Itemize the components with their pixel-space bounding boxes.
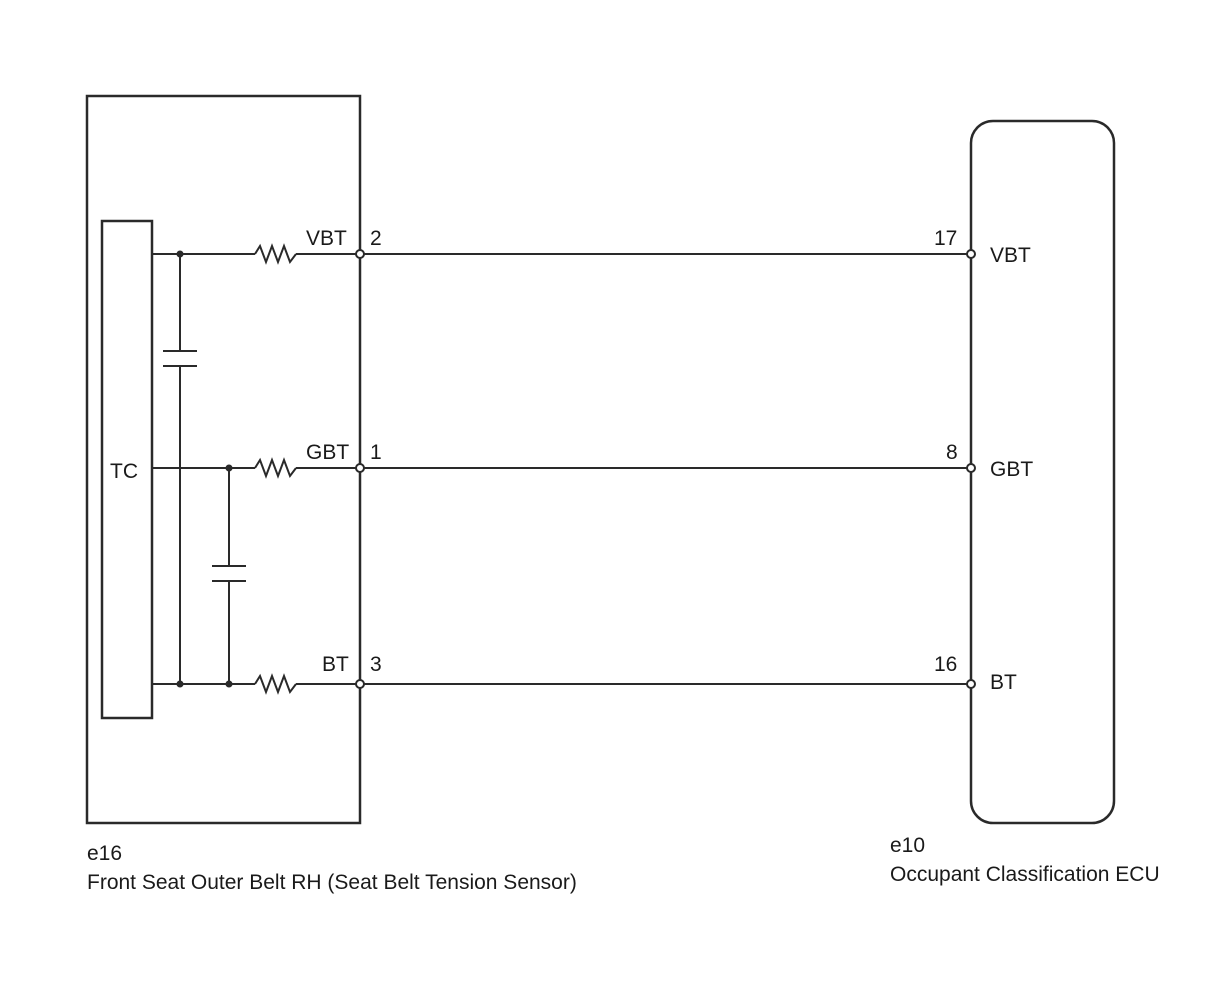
capacitor-gbt-bt [212, 464, 246, 688]
sensor-pin-gbt: 1 [370, 441, 382, 464]
ecu-signal-vbt: VBT [990, 244, 1031, 267]
circuit-bt: BT 3 16 BT [152, 653, 1017, 695]
terminal-ecu-vbt [966, 249, 976, 259]
sensor-signal-gbt: GBT [306, 441, 349, 464]
resistor-gbt [254, 457, 297, 479]
sensor-signal-vbt: VBT [306, 227, 347, 250]
sensor-code: e16 [87, 842, 123, 865]
sensor-pin-bt: 3 [370, 653, 382, 676]
ecu-name: Occupant Classification ECU [890, 863, 1160, 886]
circuit-gbt: GBT 1 8 GBT [152, 441, 1033, 481]
ecu-pin-vbt: 17 [934, 227, 957, 250]
sensor-connector-box [85, 94, 362, 825]
tc-element [100, 219, 154, 720]
sensor-pin-vbt: 2 [370, 227, 382, 250]
terminal-sensor-gbt [355, 463, 365, 473]
ecu-signal-gbt: GBT [990, 458, 1033, 481]
capacitor-vbt-bt [163, 250, 197, 688]
tc-label: TC [110, 460, 138, 483]
ecu-pin-bt: 16 [934, 653, 957, 676]
terminal-sensor-bt [355, 679, 365, 689]
terminal-ecu-bt [966, 679, 976, 689]
ecu-code: e10 [890, 834, 926, 857]
resistor-bt [254, 673, 297, 695]
terminal-ecu-gbt [966, 463, 976, 473]
ecu-pin-gbt: 8 [946, 441, 958, 464]
circuit-vbt: VBT 2 17 VBT [152, 227, 1031, 267]
ecu-signal-bt: BT [990, 671, 1017, 694]
terminal-sensor-vbt [355, 249, 365, 259]
sensor-signal-bt: BT [322, 653, 349, 676]
resistor-vbt [254, 243, 297, 265]
sensor-name: Front Seat Outer Belt RH (Seat Belt Tens… [87, 871, 577, 894]
